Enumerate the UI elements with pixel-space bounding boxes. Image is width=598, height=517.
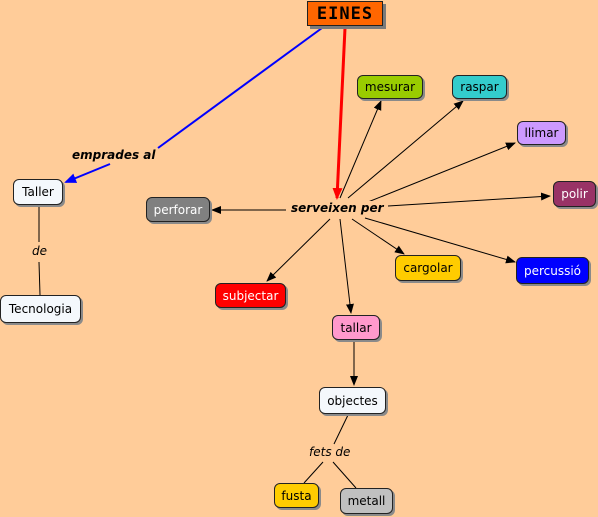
connector-to-llimar [367,142,516,203]
concept-percussio[interactable]: percussió [516,257,589,284]
connector-to-cargolar [351,218,405,255]
concept-metall[interactable]: metall [340,488,393,514]
concept-raspar[interactable]: raspar [452,75,507,99]
concept-polir[interactable]: polir [553,181,596,207]
concept-subjectar[interactable]: subjectar [215,283,286,308]
concept-llimar[interactable]: llimar [517,121,566,145]
connector-eines-emprades [157,27,323,149]
connector-objectes-fetsde [333,414,349,445]
concept-cargolar-label: cargolar [403,261,453,275]
connector-to-mesurar [339,100,382,199]
concept-taller-label: Taller [22,185,54,199]
concept-tallar[interactable]: tallar [332,315,380,340]
concept-raspar-label: raspar [460,80,499,94]
concept-perforar-label: perforar [153,202,203,217]
concept-perforar[interactable]: perforar [146,197,210,222]
concept-objectes-label: objectes [327,393,378,408]
concept-metall-label: metall [347,494,386,508]
connector-to-subjectar [266,218,331,282]
concept-mesurar[interactable]: mesurar [357,75,423,99]
connector-to-percussio [364,217,516,264]
link-de: de [30,244,49,258]
connector-de-tecnologia [38,261,41,296]
concept-fusta-label: fusta [281,488,312,503]
connector-eines-serveixen [332,27,347,200]
concept-llimar-label: llimar [524,126,559,140]
connector-to-tallar [339,218,354,314]
link-fets-de: fets de [307,445,353,459]
concept-tecnologia-label: Tecnologia [8,302,73,316]
connector-emprades-taller [64,163,111,183]
concept-eines[interactable]: EINES [307,1,383,26]
concept-cargolar[interactable]: cargolar [395,255,461,281]
concept-taller[interactable]: Taller [13,179,63,205]
concept-mesurar-label: mesurar [364,80,416,94]
link-serveixen-per: serveixen per [289,201,386,215]
connector-to-polir [387,192,551,207]
connector-to-raspar [347,100,464,199]
connector-fetsde-fusta [303,461,324,484]
concept-tallar-label: tallar [340,320,372,335]
concept-percussio-label: percussió [523,263,582,278]
concept-fusta[interactable]: fusta [274,483,319,508]
concept-polir-label: polir [561,187,588,201]
concept-objectes[interactable]: objectes [319,387,386,414]
link-emprades-al: emprades al [70,148,158,162]
concept-eines-label: EINES [316,3,374,24]
connector-fetsde-metall [332,461,357,489]
concept-tecnologia[interactable]: Tecnologia [0,295,81,323]
concept-subjectar-label: subjectar [222,288,279,303]
